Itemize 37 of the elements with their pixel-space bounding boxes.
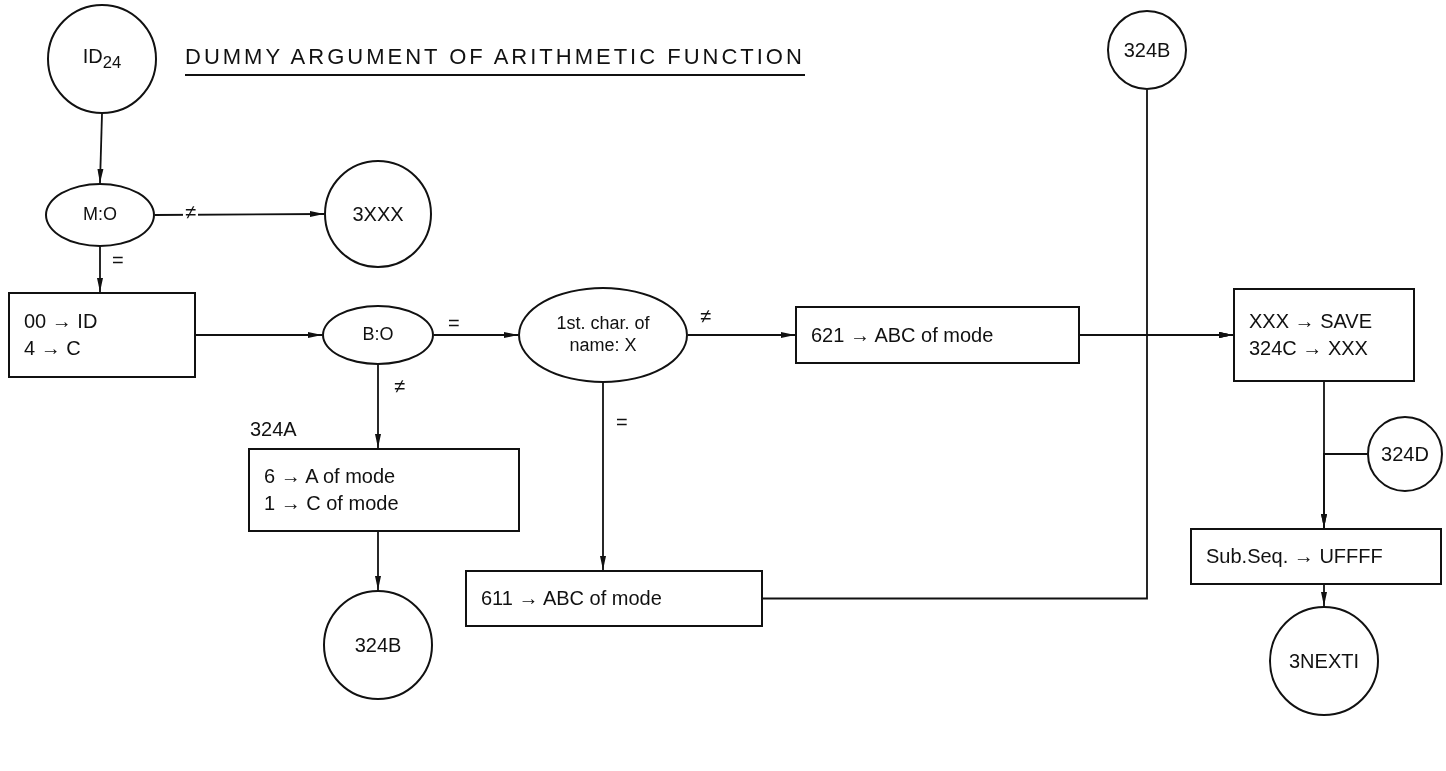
node-label: 324B [1123, 37, 1171, 63]
arrow [195, 332, 323, 338]
assignment-text: 324C → XXX [1248, 336, 1368, 361]
arrow [375, 364, 381, 449]
node-label: M:O [83, 204, 117, 226]
process-box [1190, 528, 1442, 585]
assignment-text: 00 → ID [23, 309, 98, 334]
arrow [97, 246, 103, 293]
arrow [1321, 584, 1327, 607]
process-box [465, 570, 763, 627]
assignment-text: Sub.Seq. → UFFFF [1205, 544, 1383, 569]
assignment-text: 621 → ABC of mode [810, 322, 994, 348]
assignment-text: 6 → A of mode [263, 464, 396, 489]
arrow [154, 211, 325, 218]
arrow [1321, 453, 1368, 529]
diagram-title: DUMMY ARGUMENT OF ARITHMETIC FUNCTION [185, 44, 805, 76]
process-box [8, 292, 196, 378]
arrow [600, 382, 606, 571]
process-box [795, 306, 1080, 364]
node-label: 1st. char. of name: X [555, 313, 651, 357]
arrow [687, 332, 796, 338]
node-label: B:O [362, 324, 394, 346]
process-box [1233, 288, 1415, 382]
node-label: 324B [354, 632, 402, 658]
arrow [97, 113, 104, 184]
assignment-text: 1 → C of mode [263, 491, 399, 516]
process-box [248, 448, 520, 532]
assignment-text: 611 → ABC of mode [480, 586, 662, 611]
assignment-text: XXX → SAVE [1248, 309, 1372, 334]
assignment-text: 4 → C [23, 336, 81, 361]
node-label: 324D [1381, 441, 1429, 467]
arrow [433, 332, 519, 338]
node-label: 3NEXTI [1289, 648, 1359, 674]
node-label: 3XXX [352, 201, 404, 227]
entry-label: 324A [250, 418, 297, 441]
arrow [375, 531, 381, 591]
node-label: ID$_{24}$ [82, 44, 122, 75]
